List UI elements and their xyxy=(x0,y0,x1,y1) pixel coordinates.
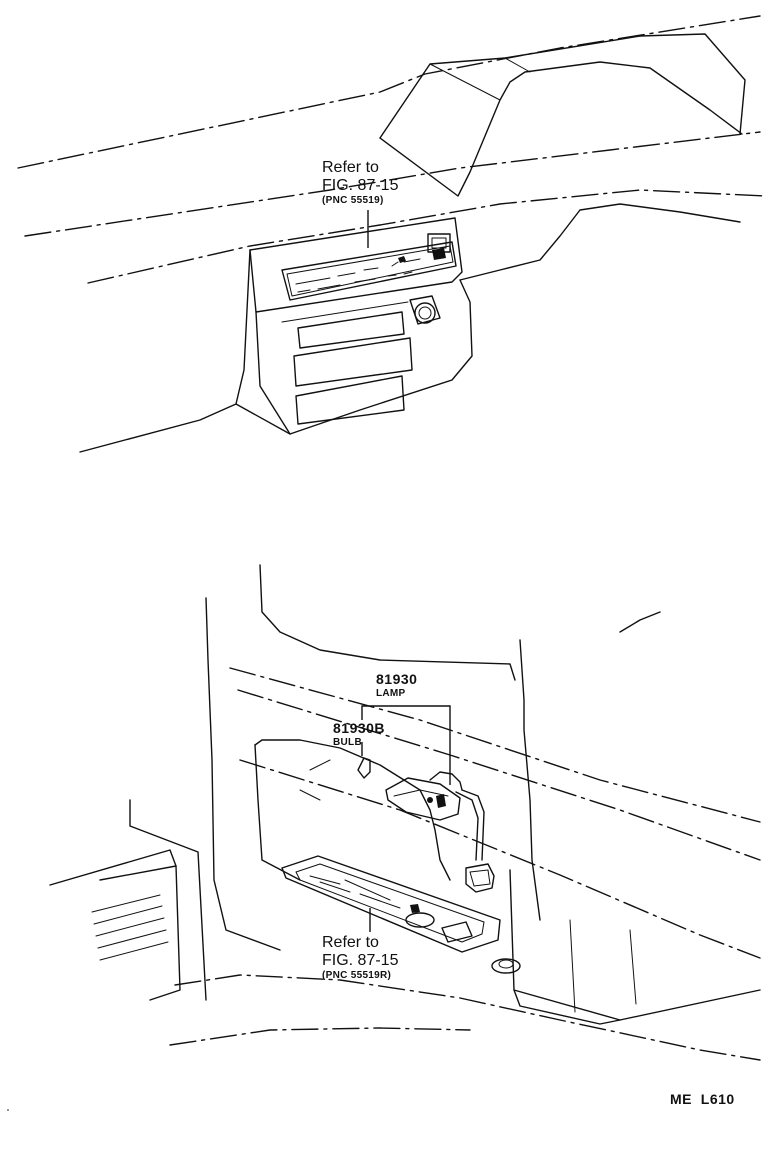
lower-refer-text: Refer to xyxy=(322,934,379,951)
upper-fig-reference: FIG. 87-15 xyxy=(322,177,399,194)
lamp-part-number: 81930 xyxy=(376,671,418,687)
bulb-part-number: 81930B xyxy=(333,720,386,736)
upper-dashboard-view xyxy=(17,15,766,453)
lamp-part-name: LAMP xyxy=(376,688,406,699)
lower-pnc-number: (PNC 55519R) xyxy=(322,970,392,981)
lower-fig-reference: FIG. 87-15 xyxy=(322,952,399,969)
lamp-callout-leader xyxy=(361,705,451,785)
upper-refer-text: Refer to xyxy=(322,159,379,176)
bulb-part-name: BULB xyxy=(333,737,362,748)
upper-pnc-number: (PNC 55519) xyxy=(322,195,384,206)
lower-console-view xyxy=(49,564,761,1061)
drawing-code: ME L610 xyxy=(670,1091,735,1107)
